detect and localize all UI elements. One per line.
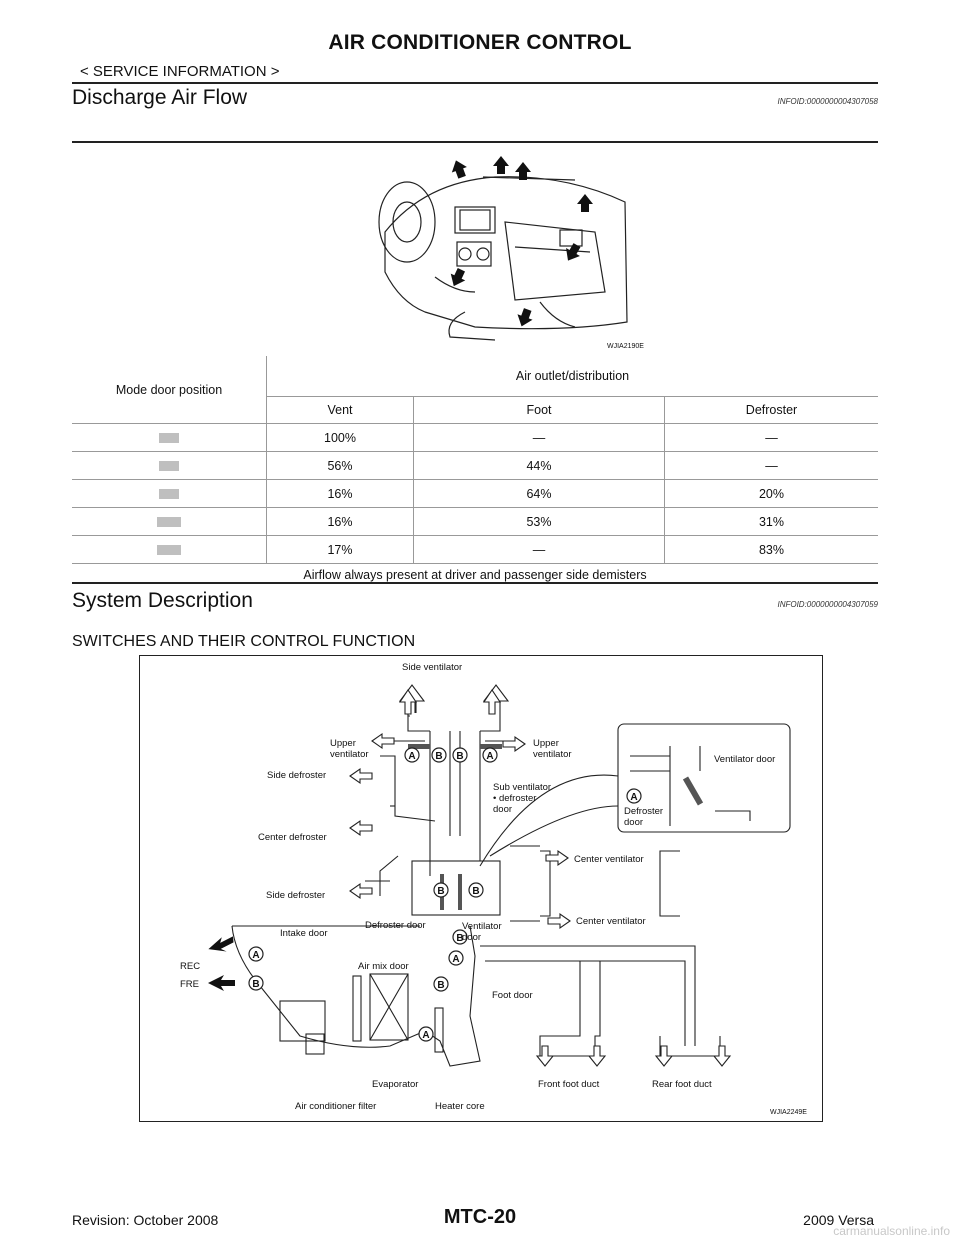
- cell-vent: 100%: [266, 423, 414, 452]
- cell-defroster: —: [664, 423, 878, 452]
- cell-defroster: 83%: [664, 535, 878, 564]
- cell-foot: 53%: [413, 507, 665, 536]
- label-air-mix-door: Air mix door: [358, 961, 409, 972]
- label-letter-a: A: [452, 954, 459, 965]
- cell-defroster: 31%: [664, 507, 878, 536]
- label-heater-core: Heater core: [435, 1101, 485, 1112]
- col-header-defroster: Defroster: [664, 396, 878, 424]
- table-note: Airflow always present at driver and pas…: [303, 568, 647, 582]
- label-letter-a: A: [486, 751, 493, 762]
- cell-defroster: —: [664, 451, 878, 480]
- label-intake-door: Intake door: [280, 928, 328, 939]
- mode-foot-icon: [159, 489, 179, 500]
- mode-vent-icon: [159, 433, 179, 444]
- cell-vent: 16%: [266, 507, 414, 536]
- label-upper-ventilator: ventilator: [330, 749, 369, 760]
- col-header-vent: Vent: [266, 396, 414, 424]
- section-title-system-description: System Description: [72, 589, 253, 612]
- table-row: 16% 53% 31%: [72, 507, 878, 536]
- label-rec: REC: [180, 961, 200, 972]
- mode-door-table: Mode door position Air outlet/distributi…: [72, 356, 878, 586]
- label-letter-a: A: [630, 792, 637, 803]
- label-sub-ventilator: • defroster: [493, 793, 536, 804]
- label-upper-ventilator: Upper: [533, 738, 559, 749]
- page-subtitle: < SERVICE INFORMATION >: [80, 63, 280, 80]
- label-letter-a: A: [252, 950, 259, 961]
- label-evaporator: Evaporator: [372, 1079, 418, 1090]
- label-sub-ventilator: door: [493, 804, 512, 815]
- label-defroster-door: Defroster: [624, 806, 663, 817]
- header-rule: [72, 82, 878, 84]
- table-row: 17% — 83%: [72, 535, 878, 564]
- label-ventilator-door: door: [462, 932, 481, 943]
- label-air-conditioner-filter: Air conditioner filter: [295, 1101, 376, 1112]
- page-title: AIR CONDITIONER CONTROL: [328, 31, 632, 54]
- cell-vent: 16%: [266, 479, 414, 508]
- mode-foot-defrost-icon: [157, 517, 181, 528]
- label-upper-ventilator: Upper: [330, 738, 356, 749]
- mode-bilevel-icon: [159, 461, 179, 472]
- label-center-defroster: Center defroster: [258, 832, 327, 843]
- label-letter-a: A: [422, 1030, 429, 1041]
- table-row: 100% — —: [72, 423, 878, 452]
- cell-foot: 64%: [413, 479, 665, 508]
- cell-foot: —: [413, 423, 665, 452]
- label-letter-b: B: [252, 979, 259, 990]
- label-foot-door: Foot door: [492, 990, 533, 1001]
- cell-vent: 56%: [266, 451, 414, 480]
- label-rear-foot-duct: Rear foot duct: [652, 1079, 712, 1090]
- section-rule: [72, 582, 878, 584]
- label-ventilator-door: Ventilator door: [714, 754, 775, 765]
- label-letter-b: B: [456, 933, 463, 944]
- cell-vent: 17%: [266, 535, 414, 564]
- label-letter-b: B: [437, 980, 444, 991]
- section-rule: [72, 141, 878, 143]
- label-letter-a: A: [408, 751, 415, 762]
- col-header-mode: Mode door position: [72, 356, 267, 424]
- label-ventilator-door: Ventilator: [462, 921, 502, 932]
- label-sub-ventilator: Sub ventilator: [493, 782, 551, 793]
- dashboard-airflow-illustration: [378, 156, 628, 341]
- label-letter-b: B: [435, 751, 442, 762]
- label-defroster-door: Defroster door: [365, 920, 426, 931]
- watermark: carmanualsonline.info: [833, 1224, 950, 1238]
- label-fre: FRE: [180, 979, 199, 990]
- label-center-ventilator: Center ventilator: [574, 854, 644, 865]
- label-side-defroster: Side defroster: [266, 890, 325, 901]
- section-title-discharge-air-flow: Discharge Air Flow: [72, 86, 248, 109]
- mode-defrost-icon: [157, 545, 181, 556]
- label-defroster-door: door: [624, 817, 643, 828]
- label-letter-b: B: [437, 886, 444, 897]
- subheading: SWITCHES AND THEIR CONTROL FUNCTION: [72, 633, 416, 650]
- info-id: INFOID:0000000004307058: [777, 97, 878, 106]
- cell-foot: 44%: [413, 451, 665, 480]
- col-header-foot: Foot: [413, 396, 665, 424]
- label-letter-b: B: [456, 751, 463, 762]
- cell-foot: —: [413, 535, 665, 564]
- col-header-group: Air outlet/distribution: [266, 356, 878, 397]
- cell-defroster: 20%: [664, 479, 878, 508]
- label-side-ventilator: Side ventilator: [402, 662, 462, 673]
- figure-code: WJIA2249E: [770, 1109, 807, 1116]
- footer-revision: Revision: October 2008: [72, 1212, 219, 1228]
- label-upper-ventilator: ventilator: [533, 749, 572, 760]
- label-side-defroster: Side defroster: [267, 770, 326, 781]
- info-id: INFOID:0000000004307059: [777, 600, 878, 609]
- label-letter-b: B: [472, 886, 479, 897]
- label-center-ventilator: Center ventilator: [576, 916, 646, 927]
- figure-code: WJIA2190E: [607, 343, 644, 350]
- table-row: 56% 44% —: [72, 451, 878, 480]
- footer-model: 2009 Versa: [803, 1212, 874, 1228]
- table-row: 16% 64% 20%: [72, 479, 878, 508]
- label-front-foot-duct: Front foot duct: [538, 1079, 600, 1090]
- hvac-system-diagram: A B B A B B B A B A A B A Side ventilato…: [139, 655, 823, 1122]
- footer-page-number: MTC-20: [443, 1206, 517, 1228]
